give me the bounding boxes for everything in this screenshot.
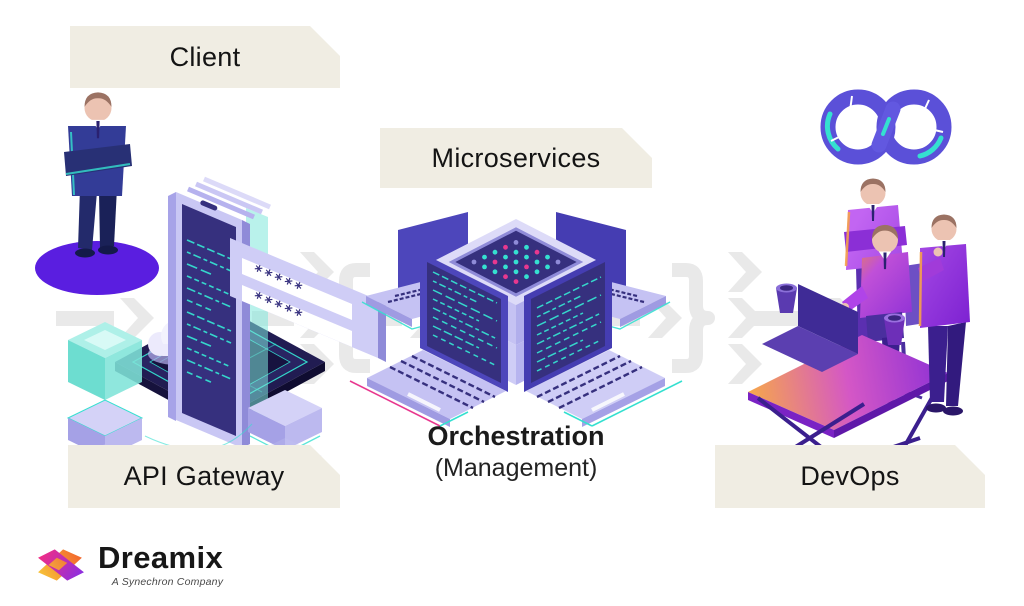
- label-devops: DevOps: [715, 445, 985, 508]
- label-api-gateway: API Gateway: [68, 445, 340, 508]
- orchestration-subtitle: (Management): [434, 454, 598, 483]
- smartphone-icon: [168, 192, 250, 448]
- chip-grid-icon: [448, 227, 584, 297]
- curly-brace-right-icon: [672, 263, 715, 373]
- microservices-illustration: [349, 212, 683, 427]
- flow-arrow-icon: [728, 252, 860, 384]
- label-api-gateway-text: API Gateway: [123, 461, 285, 491]
- label-devops-text: DevOps: [800, 461, 900, 491]
- laptop-icon: [762, 284, 858, 372]
- laptop-icon: [349, 252, 508, 427]
- cup-icon: [776, 283, 797, 313]
- api-gateway-illustration: ***** *****: [66, 176, 386, 504]
- password-panel-icon: ***** *****: [230, 238, 386, 362]
- brand-tagline: A Synechron Company: [111, 576, 224, 588]
- brand-name: Dreamix: [98, 540, 224, 575]
- orchestration-title: Orchestration: [427, 421, 605, 451]
- dreamix-logo: Dreamix A Synechron Company: [34, 541, 223, 589]
- laptop-icon: [524, 252, 683, 427]
- label-microservices-text: Microservices: [431, 142, 601, 173]
- cup-icon: [884, 313, 905, 345]
- label-client-text: Client: [169, 41, 241, 72]
- devops-infinity-icon: [820, 89, 952, 165]
- client-person-icon: [35, 92, 159, 295]
- cube-icon: [68, 322, 142, 400]
- team-member: [918, 214, 970, 416]
- devops-illustration: [748, 89, 970, 491]
- label-microservices: Microservices: [380, 128, 652, 188]
- label-client: Client: [70, 26, 340, 88]
- dreamix-mark-icon: [38, 549, 84, 581]
- orchestration-caption: Orchestration (Management): [366, 421, 666, 483]
